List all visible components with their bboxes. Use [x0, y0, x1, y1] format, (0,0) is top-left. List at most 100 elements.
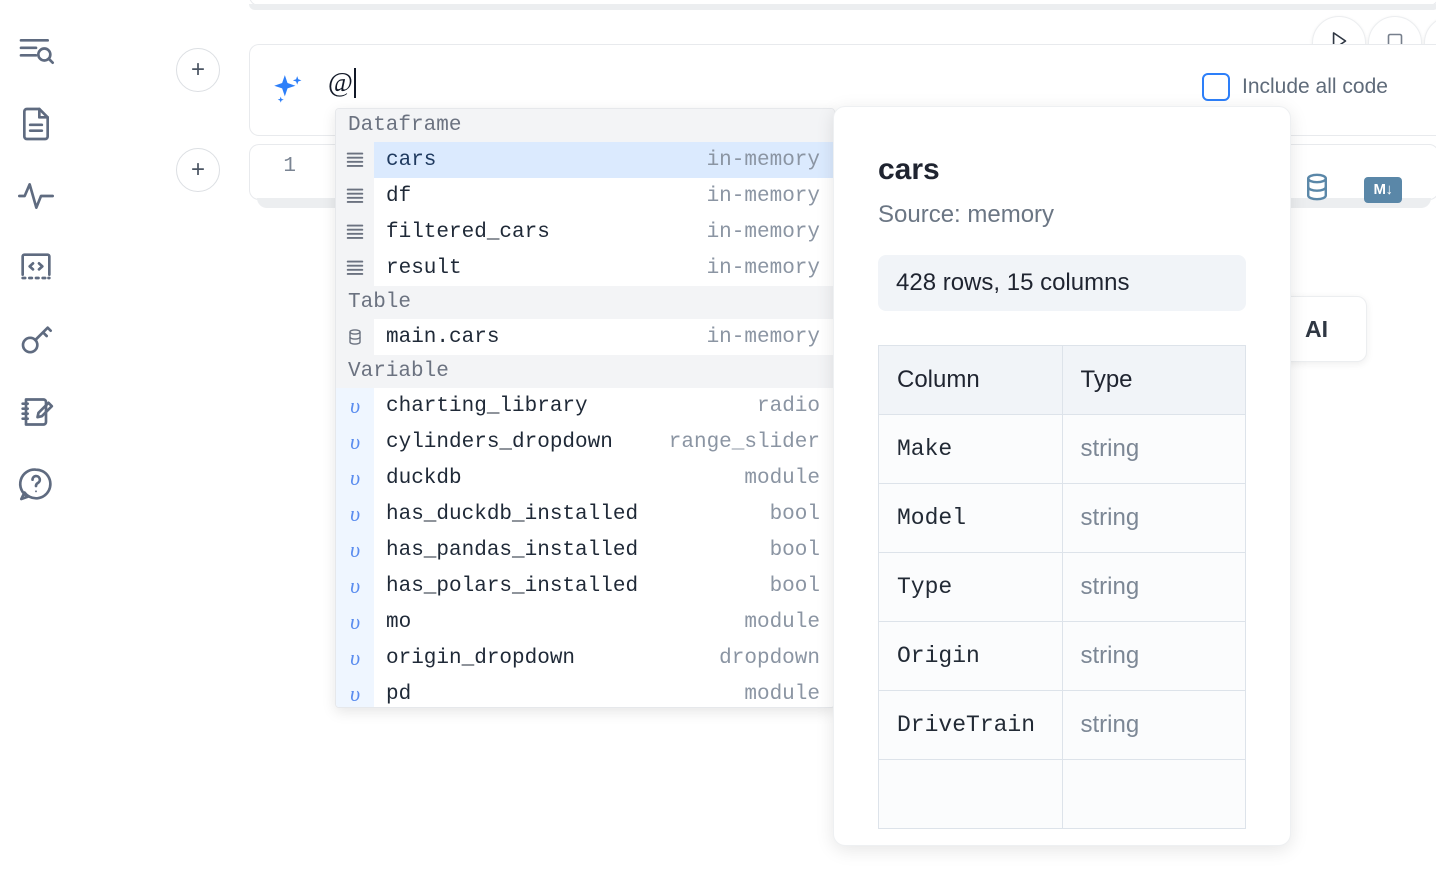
schema-column-type: string [1061, 483, 1246, 553]
plus-icon: + [190, 156, 205, 183]
autocomplete-item[interactable]: υ has_polars_installed bool [336, 568, 834, 604]
schema-column-name: Model [878, 483, 1063, 553]
autocomplete-item-type: in-memory [706, 184, 820, 208]
autocomplete-item[interactable]: υ origin_dropdown dropdown [336, 640, 834, 676]
add-cell-below-button[interactable]: + [176, 148, 220, 192]
autocomplete-group-header: Variable [336, 355, 834, 388]
schema-column-name: Origin [878, 621, 1063, 691]
sidebar-item-explorer-search[interactable] [10, 16, 62, 88]
autocomplete-item-type: in-memory [706, 148, 820, 172]
autocomplete-item-type: in-memory [706, 220, 820, 244]
schema-table-row [878, 759, 1246, 829]
database-icon [336, 319, 374, 355]
schema-table-header-cell: Column [878, 345, 1063, 415]
variable-icon: υ [336, 460, 374, 496]
variable-icon: υ [336, 388, 374, 424]
variable-icon: υ [336, 640, 374, 676]
sidebar-item-code-snippets[interactable] [10, 232, 62, 304]
autocomplete-item-name: mo [386, 610, 412, 634]
schema-column-name: Make [878, 414, 1063, 484]
info-panel-shape-badge: 428 rows, 15 columns [878, 255, 1246, 311]
sidebar-item-secrets[interactable] [10, 304, 62, 376]
help-chat-icon [16, 464, 56, 504]
autocomplete-item-name: cylinders_dropdown [386, 430, 613, 454]
left-sidebar [0, 0, 72, 874]
autocomplete-item-type: bool [769, 502, 820, 526]
schema-column-type: string [1061, 414, 1246, 484]
include-all-code-checkbox[interactable] [1202, 73, 1230, 101]
autocomplete-item-name: result [386, 256, 462, 280]
database-icon[interactable] [1300, 170, 1334, 209]
autocomplete-item[interactable]: υ cylinders_dropdown range_slider [336, 424, 834, 460]
variable-icon: υ [336, 604, 374, 640]
schema-column-type [1061, 759, 1246, 829]
sidebar-item-activity[interactable] [10, 160, 62, 232]
dataframe-icon [336, 142, 374, 178]
schema-column-name [878, 759, 1063, 829]
sidebar-item-scratchpad[interactable] [10, 376, 62, 448]
markdown-icon[interactable]: M↓ [1364, 176, 1402, 203]
autocomplete-item-name: has_polars_installed [386, 574, 639, 598]
autocomplete-item[interactable]: df in-memory [336, 178, 834, 214]
autocomplete-item-type: bool [769, 538, 820, 562]
cell-above-shadow [249, 4, 1436, 10]
variable-icon: υ [336, 568, 374, 604]
autocomplete-item-type: module [744, 682, 820, 706]
completion-info-panel: cars Source: memory 428 rows, 15 columns… [833, 106, 1291, 846]
schema-column-name: Type [878, 552, 1063, 622]
autocomplete-item-name: df [386, 184, 412, 208]
plus-icon: + [190, 56, 205, 83]
autocomplete-item-type: dropdown [719, 646, 820, 670]
cell-action-icons: M↓ [1300, 170, 1402, 209]
add-cell-above-button[interactable]: + [176, 48, 220, 92]
autocomplete-item-name: filtered_cars [386, 220, 550, 244]
autocomplete-item-type: in-memory [706, 256, 820, 280]
include-all-code-toggle[interactable]: Include all code [1202, 73, 1388, 101]
schema-column-type: string [1061, 690, 1246, 760]
dataframe-icon [336, 250, 374, 286]
sidebar-item-help[interactable] [10, 448, 62, 520]
variable-icon: υ [336, 676, 374, 707]
autocomplete-item-name: pd [386, 682, 412, 706]
autocomplete-item-name: origin_dropdown [386, 646, 576, 670]
autocomplete-item[interactable]: result in-memory [336, 250, 834, 286]
autocomplete-item-name: has_duckdb_installed [386, 502, 639, 526]
autocomplete-item-name: has_pandas_installed [386, 538, 639, 562]
autocomplete-item-type: module [744, 466, 820, 490]
autocomplete-item[interactable]: main.cars in-memory [336, 319, 834, 355]
autocomplete-item[interactable]: υ charting_library radio [336, 388, 834, 424]
autocomplete-item-type: radio [756, 394, 820, 418]
autocomplete-item[interactable]: cars in-memory [336, 142, 834, 178]
sidebar-item-document[interactable] [10, 88, 62, 160]
autocomplete-group-header: Dataframe [336, 109, 834, 142]
autocomplete-item[interactable]: filtered_cars in-memory [336, 214, 834, 250]
schema-column-type: string [1061, 621, 1246, 691]
autocomplete-item-name: main.cars [386, 325, 500, 349]
schema-column-type: string [1061, 552, 1246, 622]
document-icon [16, 104, 56, 144]
autocomplete-item-type: range_slider [668, 430, 820, 454]
sparkles-icon [268, 71, 308, 109]
info-panel-title: cars [878, 153, 940, 186]
autocomplete-item-type: bool [769, 574, 820, 598]
activity-pulse-icon [16, 176, 56, 216]
autocomplete-item-name: cars [386, 148, 437, 172]
include-all-code-label: Include all code [1242, 75, 1388, 98]
autocomplete-group-header: Table [336, 286, 834, 319]
code-snippet-icon [16, 248, 56, 288]
autocomplete-item-name: charting_library [386, 394, 588, 418]
autocomplete-item-type: in-memory [706, 325, 820, 349]
variable-icon: υ [336, 424, 374, 460]
ai-prompt-text: @ [328, 68, 356, 98]
